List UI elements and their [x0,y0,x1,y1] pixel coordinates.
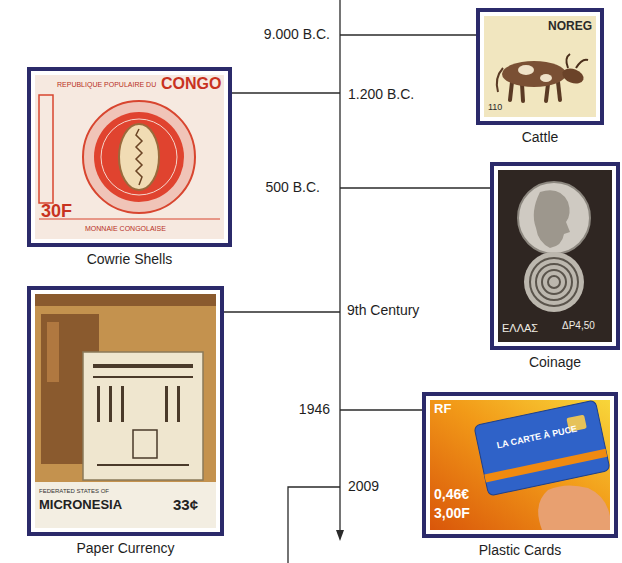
stamp-caption: Plastic Cards [479,542,561,558]
stamp-box: RFLA CARTE À PUCE0,46€3,00FPlastic Cards [422,392,618,538]
stamp-text: FEDERATED STATES OF [39,488,109,495]
stamp-text: 33¢ [173,496,198,513]
plastic-cards-stamp-art [426,396,614,534]
stamp-text: ΔΡ4,50 [562,320,595,332]
stamp-caption: Coinage [529,354,581,370]
stamp-text: ΕΛΛΑΣ [502,322,538,335]
stamp-text: 0,46€ [434,486,469,502]
stamp-box: REPUBLIQUE POPULAIRE DU CONGO 30F MONNAIE C… [27,67,232,247]
stamp-text: 110 [488,102,502,112]
stamp-text: 30F [41,201,72,222]
cowrie-stamp-art [31,71,228,243]
stamp-text: 3,00F [434,505,470,521]
stamp-text: LA CARTE À PUCE [496,424,578,451]
stamp-caption: Cowrie Shells [87,251,173,267]
paper-currency-stamp-art [31,290,220,532]
cattle-stamp-art [480,12,600,121]
coinage-stamp-art [494,166,616,346]
stamp-text: MONNAIE CONGOLAISE [85,225,166,233]
date-label: 1946 [299,401,330,417]
stamp-text: MICRONESIA [39,498,122,513]
stamp-text: CONGO [161,75,221,93]
date-label: 2009 [348,478,379,494]
stamp-text: REPUBLIQUE POPULAIRE DU [57,81,156,89]
stamp-text: NOREG [548,20,592,34]
stamp-box: ΕΛΛΑΣΔΡ4,50Coinage [490,162,620,350]
date-label: 9.000 B.C. [264,26,330,42]
stamp-box: FEDERATED STATES OFMICRONESIA33¢Paper Cu… [27,286,224,536]
stamp-box: NOREG110Cattle [476,8,604,125]
axis-arrowhead [336,530,344,541]
date-label: 9th Century [347,302,419,318]
date-label: 500 B.C. [266,179,320,195]
date-label: 1.200 B.C. [348,86,414,102]
stamp-caption: Cattle [522,129,559,145]
stamp-text: RF [434,402,451,417]
stamp-caption: Paper Currency [76,540,174,556]
